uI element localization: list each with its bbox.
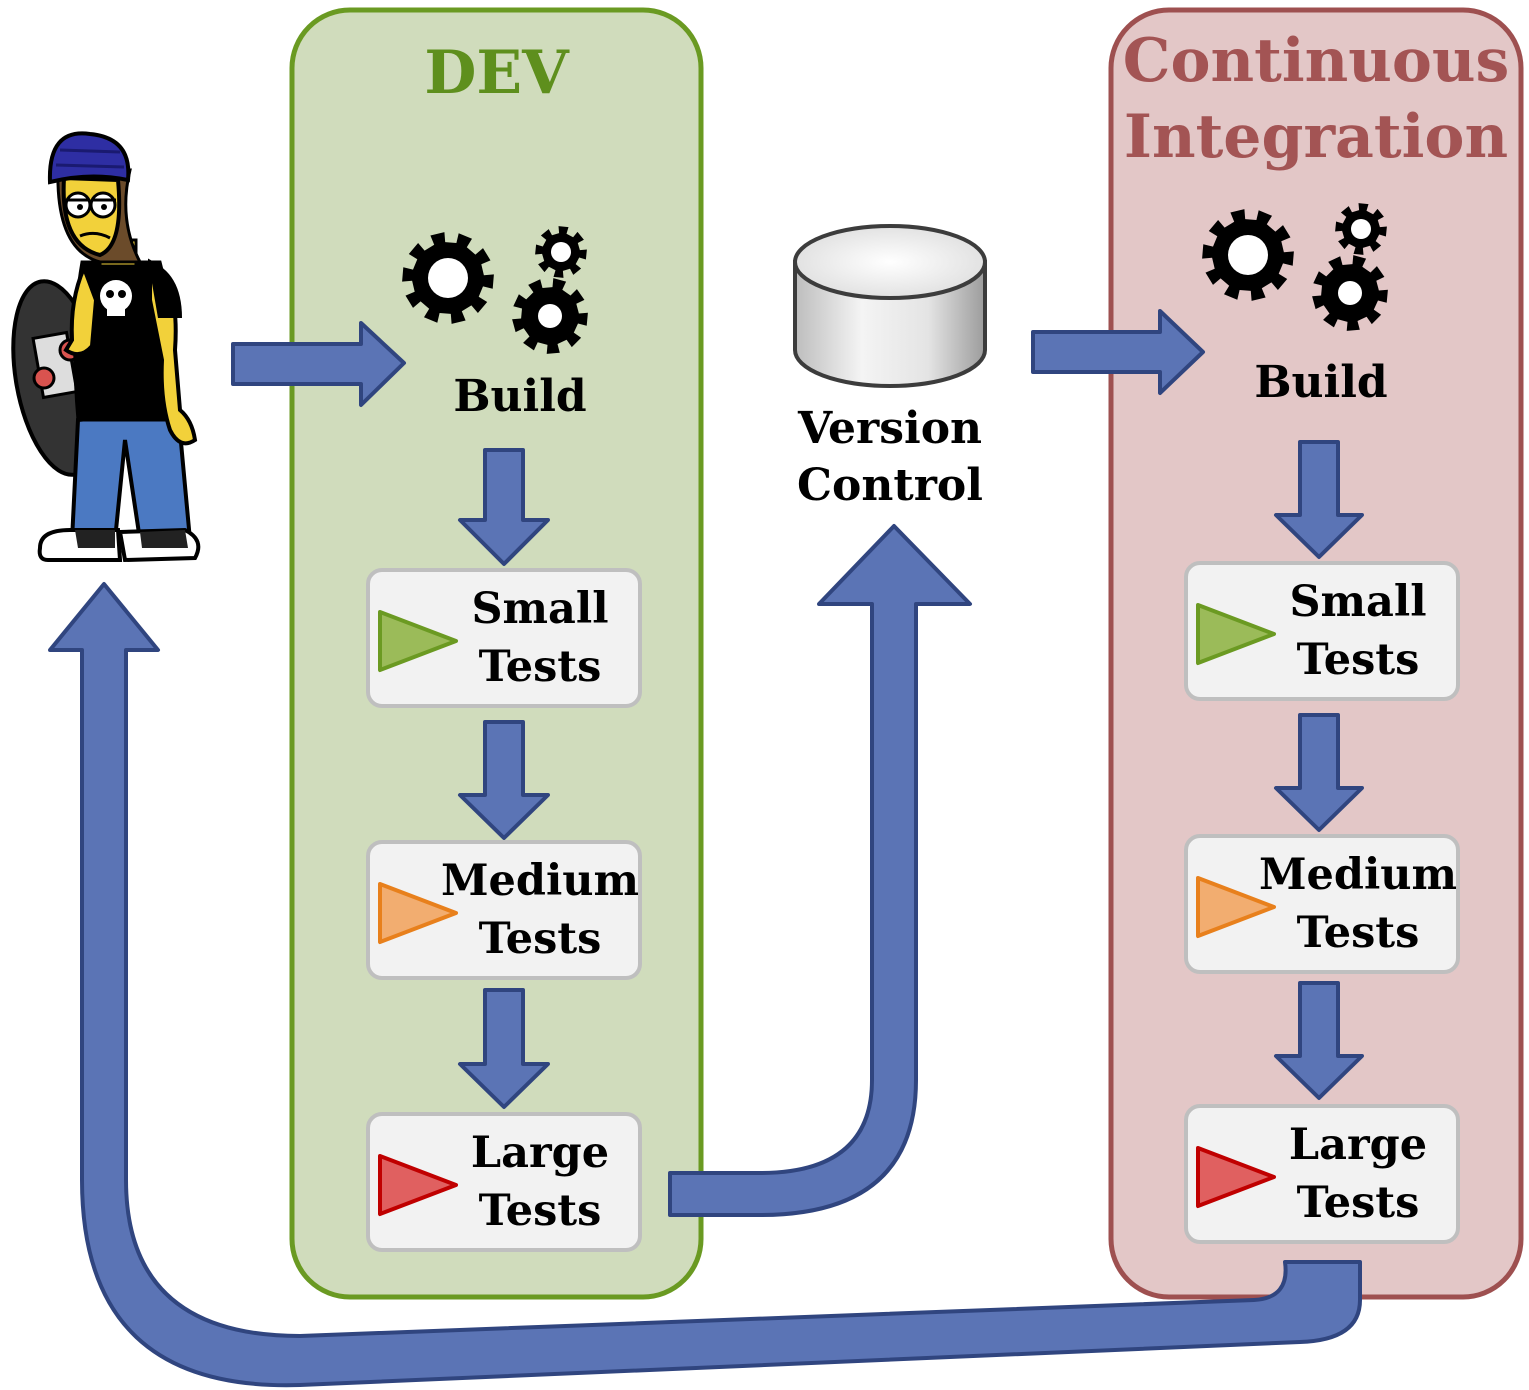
dev-small-tests-box	[366, 568, 642, 708]
dev-large-tests-label-line1: Large	[470, 1128, 610, 1178]
dev-small-tests-label-line2: Tests	[478, 642, 602, 692]
dev-test-boxes	[366, 568, 642, 1252]
vc-to-ci-build-arrow	[1031, 309, 1205, 395]
play-triangle-icon	[1196, 876, 1276, 938]
ci-panel-title-line2: Integration	[1123, 102, 1509, 172]
small-gear	[535, 226, 587, 278]
ci-panel-title-line1: Continuous	[1122, 26, 1510, 96]
dev-small-tests-label-line1: Small	[471, 584, 609, 634]
feedback-arrow	[48, 582, 1362, 1388]
dev-panel-title: DEV	[424, 38, 569, 108]
dev-build-label: Build	[453, 371, 587, 422]
gears-icon	[1202, 203, 1388, 331]
database-cylinder-icon	[793, 224, 987, 388]
dev-down-arrows	[458, 448, 550, 1109]
ci-large-tests-label-line1: Large	[1288, 1120, 1428, 1170]
ci-small-tests-box	[1184, 561, 1460, 701]
developer-character-icon	[11, 131, 201, 563]
ci-large-tests-box	[1184, 1104, 1460, 1244]
ci-medium-tests-label-line2: Tests	[1296, 908, 1420, 958]
play-triangle-icon	[378, 610, 458, 672]
play-triangle-icon	[378, 882, 458, 944]
dev-medium-tests-label-line1: Medium	[440, 856, 640, 906]
ci-build-label: Build	[1254, 357, 1388, 408]
play-triangle-icon	[378, 1154, 458, 1216]
medium-gear	[512, 278, 588, 354]
play-triangle-icon	[1196, 603, 1276, 665]
ci-large-tests-label-line2: Tests	[1296, 1178, 1420, 1228]
dev-large-tests-box	[366, 1112, 642, 1252]
gears-icon	[402, 226, 588, 354]
ci-down-arrows	[1274, 440, 1364, 1100]
play-triangle-icon	[1196, 1146, 1276, 1208]
large-gear	[1202, 209, 1294, 301]
dev-large-tests-label-line2: Tests	[478, 1186, 602, 1236]
dev-to-build-arrow	[231, 321, 406, 407]
commit-arrow	[668, 524, 972, 1217]
version-control-label-line1: Version	[797, 403, 983, 454]
ci-test-boxes	[1184, 561, 1460, 1244]
large-gear	[402, 232, 494, 324]
dev-medium-tests-label-line2: Tests	[478, 914, 602, 964]
small-gear	[1335, 203, 1387, 255]
dev-medium-tests-box	[366, 840, 642, 980]
medium-gear	[1312, 255, 1388, 331]
ci-small-tests-label-line1: Small	[1289, 577, 1427, 627]
ci-medium-tests-box	[1184, 834, 1460, 974]
ci-medium-tests-label-line1: Medium	[1258, 850, 1458, 900]
version-control-label-line2: Control	[797, 460, 983, 511]
ci-small-tests-label-line2: Tests	[1296, 635, 1420, 685]
